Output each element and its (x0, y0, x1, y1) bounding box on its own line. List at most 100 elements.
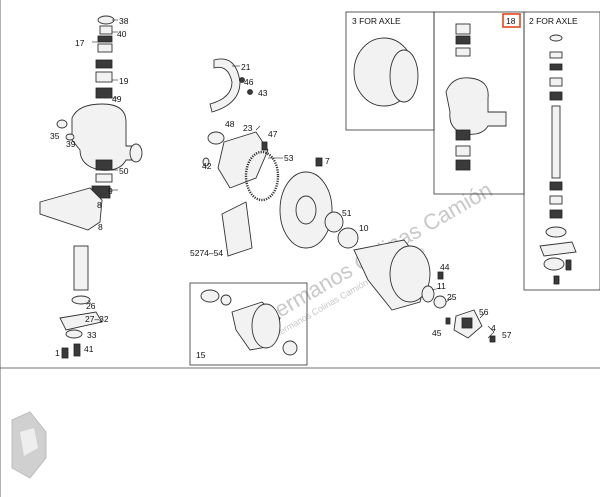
label-8-lower: 8 (98, 222, 103, 232)
label-11: 11 (437, 281, 446, 291)
box-15-parts (200, 289, 298, 356)
box2-plate (539, 241, 577, 257)
label-1: 1 (55, 348, 60, 358)
highlight-badge-label: 18 (506, 16, 516, 26)
label-38: 38 (119, 16, 129, 26)
brake-caliper-5274-54 (221, 201, 253, 257)
label-40: 40 (117, 29, 127, 39)
part-45 (445, 317, 451, 325)
label-4: 4 (491, 323, 496, 333)
label-23: 23 (243, 123, 253, 133)
middle-brake-parts (202, 58, 359, 257)
part-57 (489, 335, 496, 343)
part-39 (65, 133, 75, 141)
label-51: 51 (342, 208, 352, 218)
part-51 (324, 211, 344, 233)
knuckle-spindle (129, 143, 143, 163)
brake-drum-hub (295, 195, 317, 225)
label-53: 53 (284, 153, 294, 163)
box2-bearing-b (549, 91, 563, 101)
label-41: 41 (84, 344, 94, 354)
box18-ring-c (455, 47, 471, 57)
label-33: 33 (87, 330, 97, 340)
box2-bolt (565, 259, 572, 271)
box18-knuckle (445, 77, 507, 135)
label-43: 43 (258, 88, 268, 98)
label-7: 7 (325, 156, 330, 166)
label-45: 45 (432, 328, 442, 338)
label-49: 49 (112, 94, 122, 104)
box18-ring-a (455, 23, 471, 35)
label-8-upper: 8 (97, 200, 102, 210)
highlight-badge-box[interactable] (502, 13, 521, 28)
watermark-logo (11, 411, 47, 479)
part-26 (71, 295, 91, 305)
box-2-title: 2 FOR AXLE (529, 16, 578, 26)
box18-ring-e (455, 145, 471, 157)
label-15: 15 (196, 350, 206, 360)
part-23-carrier (217, 131, 269, 189)
label-50: 50 (119, 166, 129, 176)
part-19b (95, 71, 113, 83)
part-53-abs-ring (244, 150, 280, 202)
part-49 (95, 87, 113, 99)
box-2-parts (539, 34, 577, 285)
part-48 (207, 131, 225, 145)
label-17: 17 (75, 38, 85, 48)
box2-kingpin (551, 105, 561, 179)
part-1 (61, 347, 69, 359)
left-column-parts (39, 15, 143, 359)
box2-screw (553, 275, 560, 285)
label-21: 21 (241, 62, 251, 72)
part-42 (202, 157, 210, 167)
label-56: 56 (479, 307, 489, 317)
part-50b (95, 173, 113, 183)
box15-ring (282, 340, 298, 356)
part-35 (56, 119, 68, 129)
box-3-title: 3 FOR AXLE (352, 16, 401, 26)
axle-beam (39, 187, 103, 231)
label-25: 25 (447, 292, 457, 302)
part-50a (95, 159, 113, 171)
box2-clip (549, 34, 563, 42)
part-33 (65, 329, 83, 339)
box15-hub-flange (251, 303, 281, 349)
label-35: 35 (50, 131, 60, 141)
box2-washer-b (549, 63, 563, 71)
part-38 (97, 15, 115, 25)
box-part-15 (189, 282, 308, 366)
part-25 (433, 295, 447, 309)
part-43 (247, 89, 253, 95)
part-10 (337, 227, 359, 249)
box-18-parts (445, 23, 507, 171)
box-2-for-axle (523, 11, 600, 291)
label-42: 42 (202, 161, 212, 171)
kingpin (73, 245, 89, 291)
part-19a (95, 59, 113, 69)
part-27-32 (59, 311, 103, 331)
label-47: 47 (268, 129, 278, 139)
box-3-parts (353, 37, 419, 107)
label-46: 46 (244, 77, 254, 87)
label-9: 9 (108, 186, 113, 196)
box2-cap (545, 226, 567, 238)
part-46 (239, 77, 245, 83)
box3-disc-hub (389, 49, 419, 103)
label-27-32: 27–32 (85, 314, 109, 324)
leader-lines (87, 19, 485, 319)
label-26: 26 (86, 301, 96, 311)
label-44: 44 (440, 262, 450, 272)
box18-ring-b (455, 35, 471, 45)
hub-assembly (353, 239, 496, 343)
label-48: 48 (225, 119, 235, 129)
box18-ring-f (455, 159, 471, 171)
hub-flange (389, 245, 431, 303)
box2-bearing-a (549, 77, 563, 87)
part-41 (73, 343, 81, 357)
label-19: 19 (119, 76, 129, 86)
label-39: 39 (66, 139, 76, 149)
part-11 (421, 285, 435, 303)
label-10: 10 (359, 223, 369, 233)
